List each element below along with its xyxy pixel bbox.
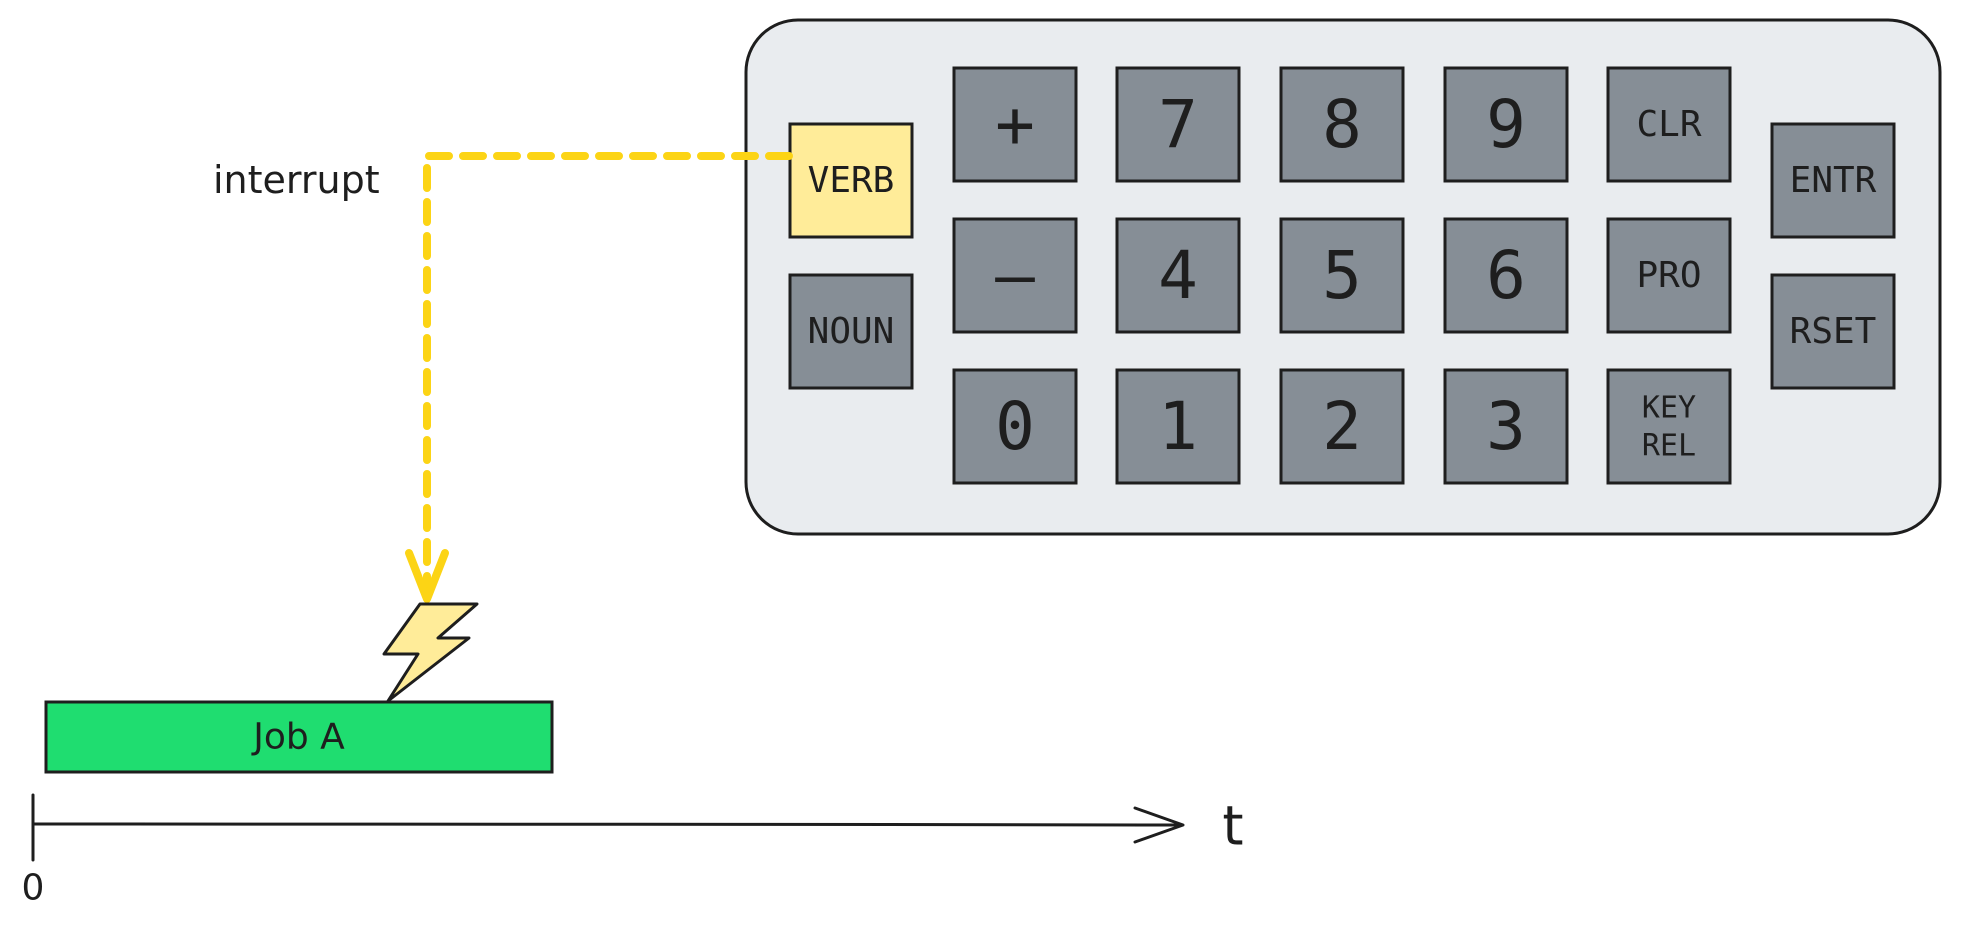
key-verb-button[interactable]: VERB — [788, 122, 914, 239]
key-5-face — [1279, 217, 1405, 334]
key-minus-face — [952, 217, 1078, 334]
key-pro-label: PRO — [1636, 255, 1701, 296]
key-3-face — [1443, 368, 1569, 485]
key-minus-label: – — [995, 237, 1035, 314]
key-1-face — [1115, 368, 1241, 485]
key-4-face — [1115, 217, 1241, 334]
key-2-face — [1279, 368, 1405, 485]
key-0-face — [952, 368, 1078, 485]
key-verb-label: VERB — [808, 160, 895, 201]
key-3-label: 3 — [1486, 388, 1526, 465]
key-1-button[interactable]: 1 — [1115, 368, 1241, 485]
key-plus-button[interactable]: + — [952, 66, 1078, 183]
key-8-button[interactable]: 8 — [1279, 66, 1405, 183]
key-minus-button[interactable]: – — [952, 217, 1078, 334]
key-pro-face — [1606, 217, 1732, 334]
key-pro-button[interactable]: PRO — [1606, 217, 1732, 334]
key-2-label: 2 — [1322, 388, 1362, 465]
time-axis-t-label: t — [1222, 795, 1243, 858]
key-rset-button[interactable]: RSET — [1770, 273, 1896, 390]
key-4-label: 4 — [1158, 237, 1198, 314]
key-rset-label: RSET — [1790, 311, 1877, 352]
key-plus-label: + — [995, 86, 1035, 163]
key-clr-face — [1606, 66, 1732, 183]
time-axis-line — [31, 822, 1182, 827]
key-0-label: 0 — [995, 388, 1035, 465]
key-5-label: 5 — [1322, 237, 1362, 314]
interrupt-label: interrupt — [213, 158, 380, 202]
key-6-label: 6 — [1486, 237, 1526, 314]
key-7-button[interactable]: 7 — [1115, 66, 1241, 183]
key-9-face — [1443, 66, 1569, 183]
time-axis-origin-label: 0 — [22, 868, 45, 909]
key-3-button[interactable]: 3 — [1443, 368, 1569, 485]
time-axis-arrowhead — [1133, 806, 1185, 844]
interrupt-arrowhead — [405, 549, 449, 603]
key-7-face — [1115, 66, 1241, 183]
key-entr-label: ENTR — [1790, 160, 1877, 201]
key-key-rel-face — [1606, 368, 1732, 485]
key-6-button[interactable]: 6 — [1443, 217, 1569, 334]
key-7-label: 7 — [1158, 86, 1198, 163]
key-2-button[interactable]: 2 — [1279, 368, 1405, 485]
key-verb-face — [788, 122, 914, 239]
interrupt-signal-line — [423, 152, 793, 589]
job-a-bar — [44, 700, 554, 774]
key-noun-face — [788, 273, 914, 390]
key-entr-button[interactable]: ENTR — [1770, 122, 1896, 239]
key-noun-label: NOUN — [808, 311, 895, 352]
key-8-face — [1279, 66, 1405, 183]
key-clr-label: CLR — [1636, 104, 1701, 145]
key-entr-face — [1770, 122, 1896, 239]
key-8-label: 8 — [1322, 86, 1362, 163]
key-6-face — [1443, 217, 1569, 334]
key-0-button[interactable]: 0 — [952, 368, 1078, 485]
job-a-label: Job A — [251, 717, 345, 758]
key-1-label: 1 — [1158, 388, 1198, 465]
key-9-label: 9 — [1486, 86, 1526, 163]
key-9-button[interactable]: 9 — [1443, 66, 1569, 183]
key-clr-button[interactable]: CLR — [1606, 66, 1732, 183]
key-4-button[interactable]: 4 — [1115, 217, 1241, 334]
lightning-bolt-icon — [382, 602, 479, 703]
key-plus-face — [952, 66, 1078, 183]
key-5-button[interactable]: 5 — [1279, 217, 1405, 334]
key-rset-face — [1770, 273, 1896, 390]
key-noun-button[interactable]: NOUN — [788, 273, 914, 390]
